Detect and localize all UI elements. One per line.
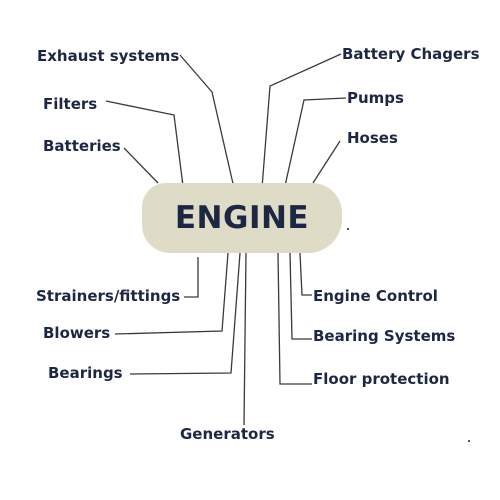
connector-filters (105, 100, 184, 187)
connector-floor-protection (277, 252, 312, 385)
speck-mark (468, 440, 470, 442)
connector-hoses (312, 140, 341, 184)
connector-pumps (284, 97, 347, 187)
node-battery-chagers: Battery Chagers (342, 45, 480, 63)
connector-strainers-fittings (184, 257, 199, 298)
node-bearings: Bearings (48, 364, 123, 382)
connector-bearings (129, 252, 241, 375)
connector-exhaust-systems (179, 54, 235, 189)
hub-title: ENGINE (174, 200, 310, 236)
node-strainers-fittings: Strainers/fittings (36, 287, 181, 305)
connector-batteries (123, 147, 159, 184)
connector-blowers (114, 252, 229, 335)
node-generators: Generators (180, 425, 275, 443)
node-batteries: Batteries (43, 137, 121, 155)
node-pumps: Pumps (347, 89, 404, 107)
node-blowers: Blowers (43, 324, 111, 342)
connector-bearing-systems (289, 252, 312, 340)
node-exhaust-systems: Exhaust systems (37, 47, 180, 65)
speck-mark (347, 228, 349, 230)
node-hoses: Hoses (347, 129, 398, 147)
connector-battery-chagers (261, 53, 342, 189)
node-filters: Filters (43, 95, 98, 113)
engine-hub: ENGINE (142, 183, 342, 253)
connector-engine-control (299, 252, 312, 296)
connector-generators (243, 252, 247, 426)
node-bearing-systems: Bearing Systems (313, 327, 456, 345)
node-engine-control: Engine Control (313, 287, 438, 305)
node-floor-protection: Floor protection (313, 370, 450, 388)
